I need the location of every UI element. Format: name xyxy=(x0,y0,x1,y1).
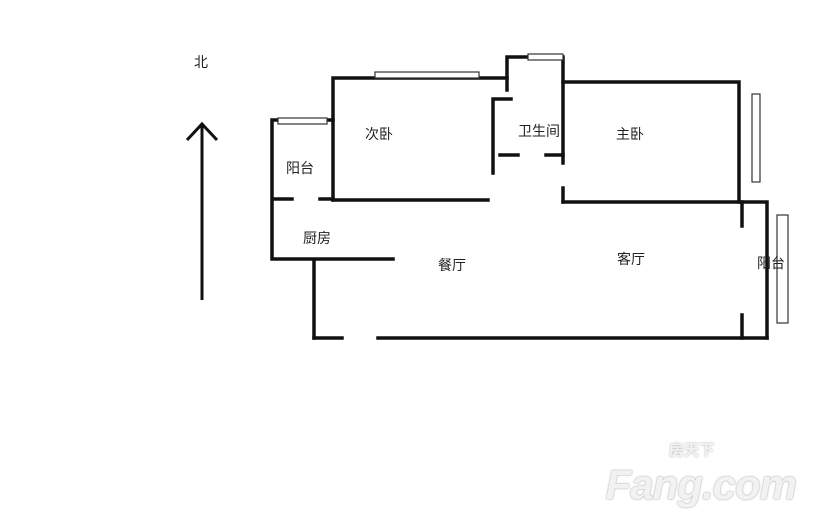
room-label-dining-room: 餐厅 xyxy=(438,258,466,274)
room-label-living-room: 客厅 xyxy=(617,251,645,268)
windows xyxy=(277,53,789,324)
window xyxy=(776,214,789,324)
window xyxy=(277,117,328,125)
room-label-balcony-north: 阳台 xyxy=(286,161,314,177)
room-label-bathroom: 卫生间 xyxy=(518,124,560,140)
window xyxy=(751,93,761,183)
room-label-kitchen: 厨房 xyxy=(303,231,331,247)
window xyxy=(527,53,564,61)
north-arrow-icon xyxy=(185,121,219,300)
room-label-balcony-south: 阳台 xyxy=(757,256,785,272)
window xyxy=(374,71,480,79)
watermark-cn: 房天下 xyxy=(668,441,714,459)
north-label: 北 xyxy=(194,55,208,71)
room-label-master-bedroom: 主卧 xyxy=(616,127,644,143)
watermark-logo: Fang.com xyxy=(605,461,797,508)
walls xyxy=(270,55,769,340)
room-label-second-bedroom: 次卧 xyxy=(365,127,393,143)
